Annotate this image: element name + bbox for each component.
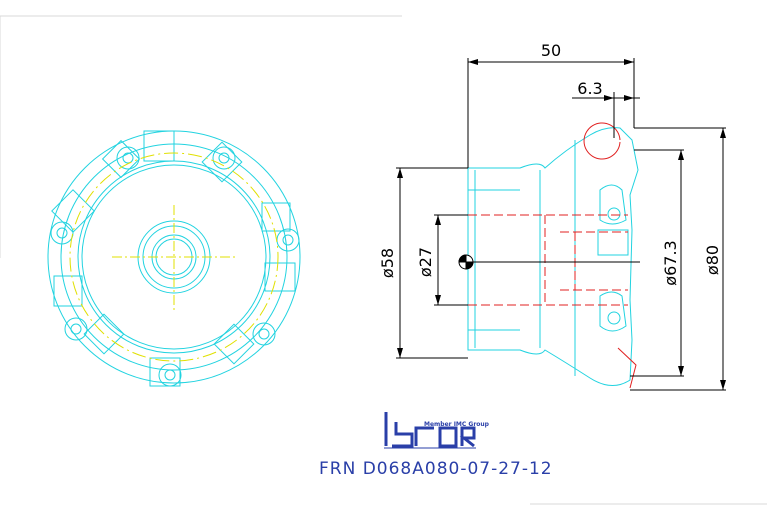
iscar-logo: Member IMC Group (384, 412, 490, 449)
dim-offset-label: 6.3 (577, 79, 602, 98)
side-view-centerline (458, 254, 640, 270)
dim-bore-label: ø27 (416, 247, 435, 277)
front-view-pockets (51, 130, 296, 387)
front-view-centerlines (69, 152, 279, 362)
part-number: FRN D068A080-07-27-12 (319, 459, 553, 479)
sheet-frame (0, 15, 767, 505)
dim-cutting-label: ø80 (703, 245, 722, 275)
logo-tagline: Member IMC Group (424, 421, 490, 428)
dim-length-label: 50 (541, 41, 561, 60)
dim-effective-label: ø67.3 (661, 240, 680, 285)
side-view-section (468, 122, 637, 389)
dimension-arrows (397, 59, 726, 390)
front-view (47, 130, 301, 387)
dimension-lines (396, 58, 726, 391)
side-view (467, 127, 639, 386)
dim-shank-label: ø58 (378, 248, 397, 278)
logo-wordmark (384, 412, 476, 448)
